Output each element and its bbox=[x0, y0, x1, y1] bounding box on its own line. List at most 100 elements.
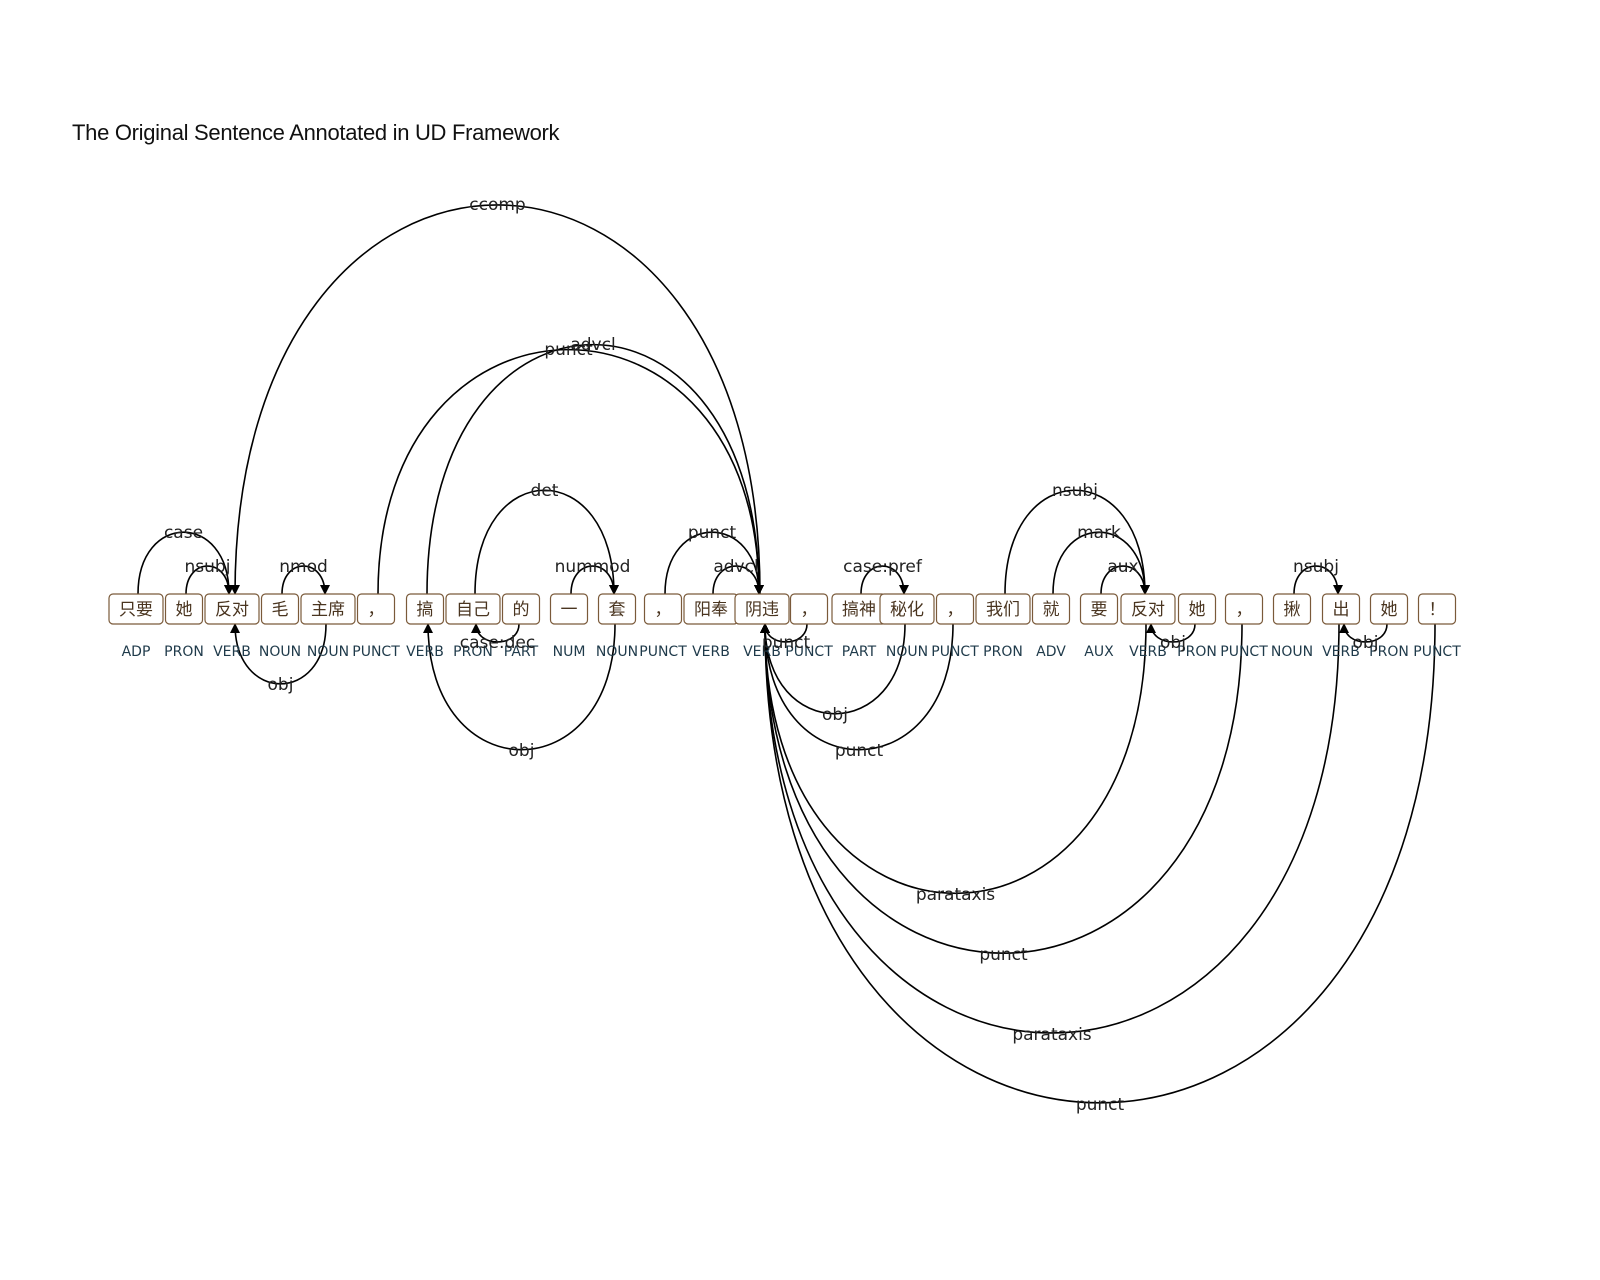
token-pos: PUNCT bbox=[1413, 644, 1461, 660]
token: 的 PART bbox=[501, 593, 541, 660]
token: ， PUNCT bbox=[785, 593, 833, 660]
token-pos: NOUN bbox=[259, 644, 301, 660]
token-box bbox=[1224, 593, 1264, 625]
token-box bbox=[1417, 593, 1457, 625]
dependency-arc bbox=[423, 623, 616, 751]
token-pos: PRON bbox=[453, 644, 493, 660]
token-form: ， bbox=[947, 600, 964, 620]
token-pos: NOUN bbox=[596, 644, 638, 660]
arc-label: obj bbox=[1160, 633, 1186, 653]
token-pos: PUNCT bbox=[352, 644, 400, 660]
arc-label: aux bbox=[1107, 557, 1138, 577]
token: 自己 PRON bbox=[445, 593, 501, 660]
token-pos: ADV bbox=[1036, 644, 1066, 660]
dependency-arc bbox=[185, 565, 234, 595]
dependency-arc bbox=[426, 343, 764, 595]
token-pos: PRON bbox=[164, 644, 204, 660]
token-pos: NOUN bbox=[1271, 644, 1313, 660]
token-pos: VERB bbox=[743, 644, 781, 660]
token-form: 她 bbox=[1189, 600, 1206, 620]
token-pos: PART bbox=[842, 644, 877, 660]
token-form: 毛 bbox=[272, 600, 289, 620]
token-form: 阳奉 bbox=[694, 600, 728, 620]
dependency-arc bbox=[474, 489, 619, 595]
token-pos: PUNCT bbox=[785, 644, 833, 660]
token-box bbox=[1321, 593, 1361, 625]
arc-label: obj bbox=[268, 675, 294, 695]
token-pos: VERB bbox=[692, 644, 730, 660]
token: ，PUNCT bbox=[352, 593, 400, 660]
token-pos: PART bbox=[504, 644, 539, 660]
token: ！ PUNCT bbox=[1413, 593, 1461, 660]
arc-label: punct bbox=[835, 741, 884, 761]
dependency-arc bbox=[760, 623, 1147, 895]
token-pos: ADP bbox=[122, 644, 151, 660]
token-box bbox=[734, 593, 790, 625]
token-form: 她 bbox=[1381, 600, 1398, 620]
token-box bbox=[300, 593, 356, 625]
token-form: 主席 bbox=[311, 600, 345, 620]
arc-label: punct bbox=[762, 633, 811, 653]
arc-label: nummod bbox=[555, 557, 631, 577]
token-form: 只要 bbox=[119, 600, 153, 620]
token-box bbox=[1079, 593, 1119, 625]
token-box bbox=[405, 593, 445, 625]
token-form: 一 bbox=[561, 600, 578, 620]
dependency-arc bbox=[570, 565, 619, 595]
arc-label: det bbox=[531, 481, 559, 501]
token-box bbox=[1031, 593, 1071, 625]
token-pos: NOUN bbox=[886, 644, 928, 660]
token-form: 就 bbox=[1043, 600, 1060, 620]
arc-label: ccomp bbox=[469, 195, 525, 215]
token-box bbox=[204, 593, 260, 625]
token-pos: PUNCT bbox=[1220, 644, 1268, 660]
arcs-layer bbox=[137, 204, 1436, 1104]
token-form: 她 bbox=[176, 600, 193, 620]
dependency-arc bbox=[137, 531, 234, 595]
token-box bbox=[1120, 593, 1176, 625]
token-box bbox=[1272, 593, 1312, 625]
token: 就 ADV bbox=[1031, 593, 1071, 660]
dependency-arc bbox=[760, 623, 906, 715]
token: 反对 VERB bbox=[204, 593, 260, 660]
dependency-arc bbox=[1293, 565, 1343, 595]
token-form: ！ bbox=[1429, 600, 1446, 620]
token-form: 的 bbox=[513, 600, 530, 620]
dependency-arc bbox=[377, 349, 764, 595]
token-form: ， bbox=[801, 600, 818, 620]
token-pos: PRON bbox=[1369, 644, 1409, 660]
dependency-arc bbox=[281, 565, 330, 595]
arc-label: nsubj bbox=[1052, 481, 1098, 501]
dependency-arc bbox=[1146, 623, 1196, 643]
token-pos: NUM bbox=[553, 644, 586, 660]
token-box bbox=[975, 593, 1031, 625]
token-form: 反对 bbox=[215, 600, 249, 620]
dependency-arc bbox=[1004, 489, 1150, 595]
arc-label: advcl bbox=[570, 335, 615, 355]
token: 揪 NOUN bbox=[1271, 593, 1313, 660]
token-form: 揪 bbox=[1284, 600, 1301, 620]
token-pos: VERB bbox=[213, 644, 251, 660]
token-pos: VERB bbox=[1322, 644, 1360, 660]
token: 她 PRON bbox=[1369, 593, 1409, 660]
diagram-title: The Original Sentence Annotated in UD Fr… bbox=[72, 120, 560, 145]
token-form: 自己 bbox=[456, 600, 490, 620]
arc-label: mark bbox=[1077, 523, 1121, 543]
token-pos: PRON bbox=[1177, 644, 1217, 660]
dependency-arc bbox=[760, 623, 1243, 954]
token-box bbox=[108, 593, 164, 625]
dependency-arc bbox=[760, 623, 1436, 1104]
token: ，PUNCT bbox=[931, 593, 979, 660]
dependency-arc bbox=[1052, 531, 1150, 595]
token-pos: VERB bbox=[1129, 644, 1167, 660]
token-box bbox=[1177, 593, 1217, 625]
